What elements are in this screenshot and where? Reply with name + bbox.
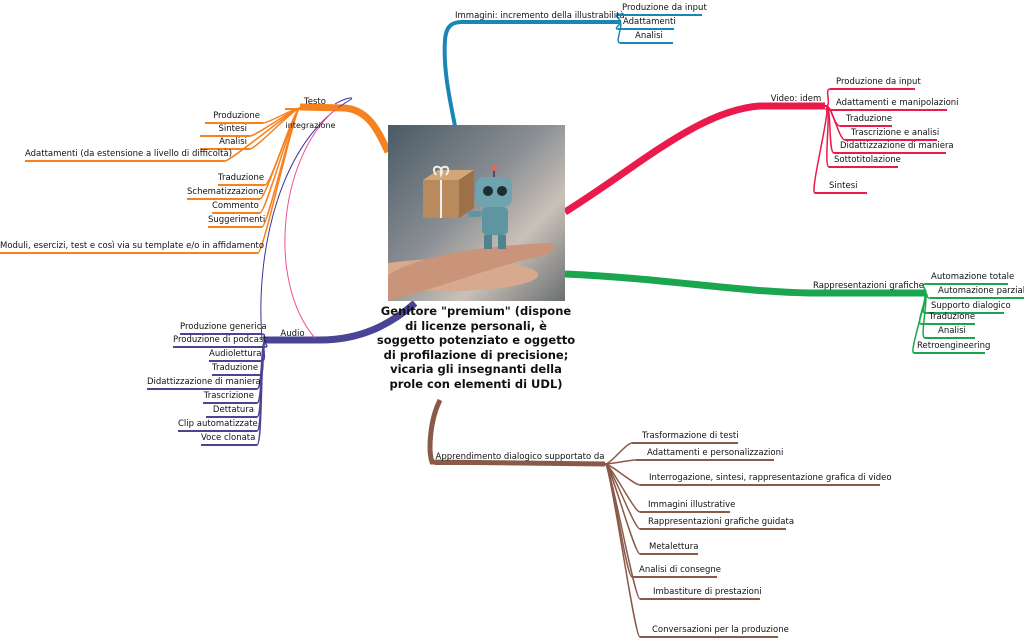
testo-analisi[interactable]: Analisi — [200, 137, 250, 150]
grafiche-analisi[interactable]: Analisi — [925, 326, 975, 339]
video-sottotitolazione[interactable]: Sottotitolazione — [829, 155, 901, 168]
node-video[interactable]: Video: idem — [765, 94, 827, 107]
relationship-label-integrazione[interactable]: integrazione — [285, 121, 336, 130]
grafiche-supporto-dialogico[interactable]: Supporto dialogico — [925, 301, 1011, 314]
testo-suggerimenti[interactable]: Suggerimenti — [208, 215, 265, 228]
grafiche-automazione-totale[interactable]: Automazione totale — [925, 272, 1014, 285]
audio-clip-automatizzate[interactable]: Clip automatizzate — [178, 419, 258, 432]
video-trascrizione-analisi[interactable]: Trascrizione e analisi — [845, 128, 939, 141]
testo-commento[interactable]: Commento — [212, 201, 260, 214]
immagini-produzione-da-input[interactable]: Produzione da input — [618, 3, 707, 16]
testo-moduli[interactable]: Moduli, esercizi, test e così via su tem… — [0, 241, 264, 254]
audio-produzione-podcast[interactable]: Produzione di podcast — [173, 335, 267, 348]
central-image — [388, 125, 565, 301]
branch-audio — [265, 300, 418, 344]
audio-didattizzazione[interactable]: Didattizzazione di maniera — [147, 377, 261, 390]
testo-sintesi[interactable]: Sintesi — [200, 124, 250, 137]
dialogico-imbastiture[interactable]: Imbastiture di prestazioni — [640, 587, 762, 600]
dialogico-immagini-illustrative[interactable]: Immagini illustrative — [640, 500, 735, 513]
child-connector — [617, 21, 622, 44]
grafiche-retroengineering[interactable]: Retroengineering — [914, 341, 990, 354]
audio-produzione-generica[interactable]: Produzione generica — [180, 322, 267, 335]
grafiche-traduzione[interactable]: Traduzione — [921, 312, 975, 325]
central-topic[interactable]: Genitore "premium" (dispone di licenze p… — [376, 304, 576, 391]
node-testo[interactable]: Testo — [285, 97, 345, 110]
robot-gift-illustration — [388, 165, 554, 301]
child-connector — [912, 292, 926, 354]
child-connector — [604, 463, 641, 638]
audio-dettatura[interactable]: Dettatura — [206, 405, 257, 418]
dialogico-conversazioni[interactable]: Conversazioni per la produzione — [640, 625, 789, 638]
child-connector — [813, 105, 828, 194]
testo-produzione[interactable]: Produzione — [205, 111, 263, 124]
node-apprendimento-dialogico[interactable]: Apprendimento dialogico supportato da — [435, 452, 605, 465]
branch-immagini — [442, 20, 620, 127]
testo-adattamenti[interactable]: Adattamenti (da estensione a livello di … — [25, 149, 232, 162]
immagini-analisi[interactable]: Analisi — [620, 31, 673, 44]
child-connector — [257, 107, 301, 254]
dialogico-trasformazione-testi[interactable]: Trasformazione di testi — [632, 431, 739, 444]
dialogico-analisi-consegne[interactable]: Analisi di consegne — [632, 565, 721, 578]
immagini-adattamenti[interactable]: Adattamenti — [618, 17, 676, 30]
node-audio[interactable]: Audio — [265, 329, 320, 342]
grafiche-automazione-parziale[interactable]: Automazione parziale — [930, 286, 1024, 299]
audio-voce-clonata[interactable]: Voce clonata — [201, 433, 257, 446]
audio-audiolettura[interactable]: Audiolettura — [209, 349, 262, 362]
integrazione-link-b — [284, 105, 341, 339]
video-didattizzazione[interactable]: Didattizzazione di maniera — [834, 141, 954, 154]
child-connector — [256, 339, 267, 446]
testo-schematizzazione[interactable]: Schematizzazione — [187, 187, 264, 200]
video-sintesi[interactable]: Sintesi — [815, 181, 867, 194]
dialogico-rappresentazioni-grafiche[interactable]: Rappresentazioni grafiche guidata — [640, 517, 794, 530]
dialogico-adattamenti-personalizzazioni[interactable]: Adattamenti e personalizzazioni — [636, 448, 783, 461]
branch-grafiche — [564, 270, 925, 297]
video-adattamenti-manipolazioni[interactable]: Adattamenti e manipolazioni — [828, 98, 959, 111]
audio-traduzione[interactable]: Traduzione — [212, 363, 260, 376]
video-produzione-da-input[interactable]: Produzione da input — [830, 77, 921, 90]
audio-trascrizione[interactable]: Trascrizione — [203, 391, 257, 404]
dialogico-metalettura[interactable]: Metalettura — [640, 542, 698, 555]
node-rappresentazioni-grafiche[interactable]: Rappresentazioni grafiche — [812, 281, 925, 294]
node-immagini[interactable]: Immagini: incremento della illustrabilit… — [455, 11, 625, 24]
dialogico-interrogazione[interactable]: Interrogazione, sintesi, rappresentazion… — [640, 473, 892, 486]
testo-traduzione[interactable]: Traduzione — [218, 173, 265, 186]
branch-testo — [299, 103, 392, 154]
integrazione-link-a — [260, 97, 353, 341]
video-traduzione[interactable]: Traduzione — [840, 114, 892, 127]
branch-video — [563, 102, 825, 215]
branch-dialogico — [427, 398, 606, 467]
